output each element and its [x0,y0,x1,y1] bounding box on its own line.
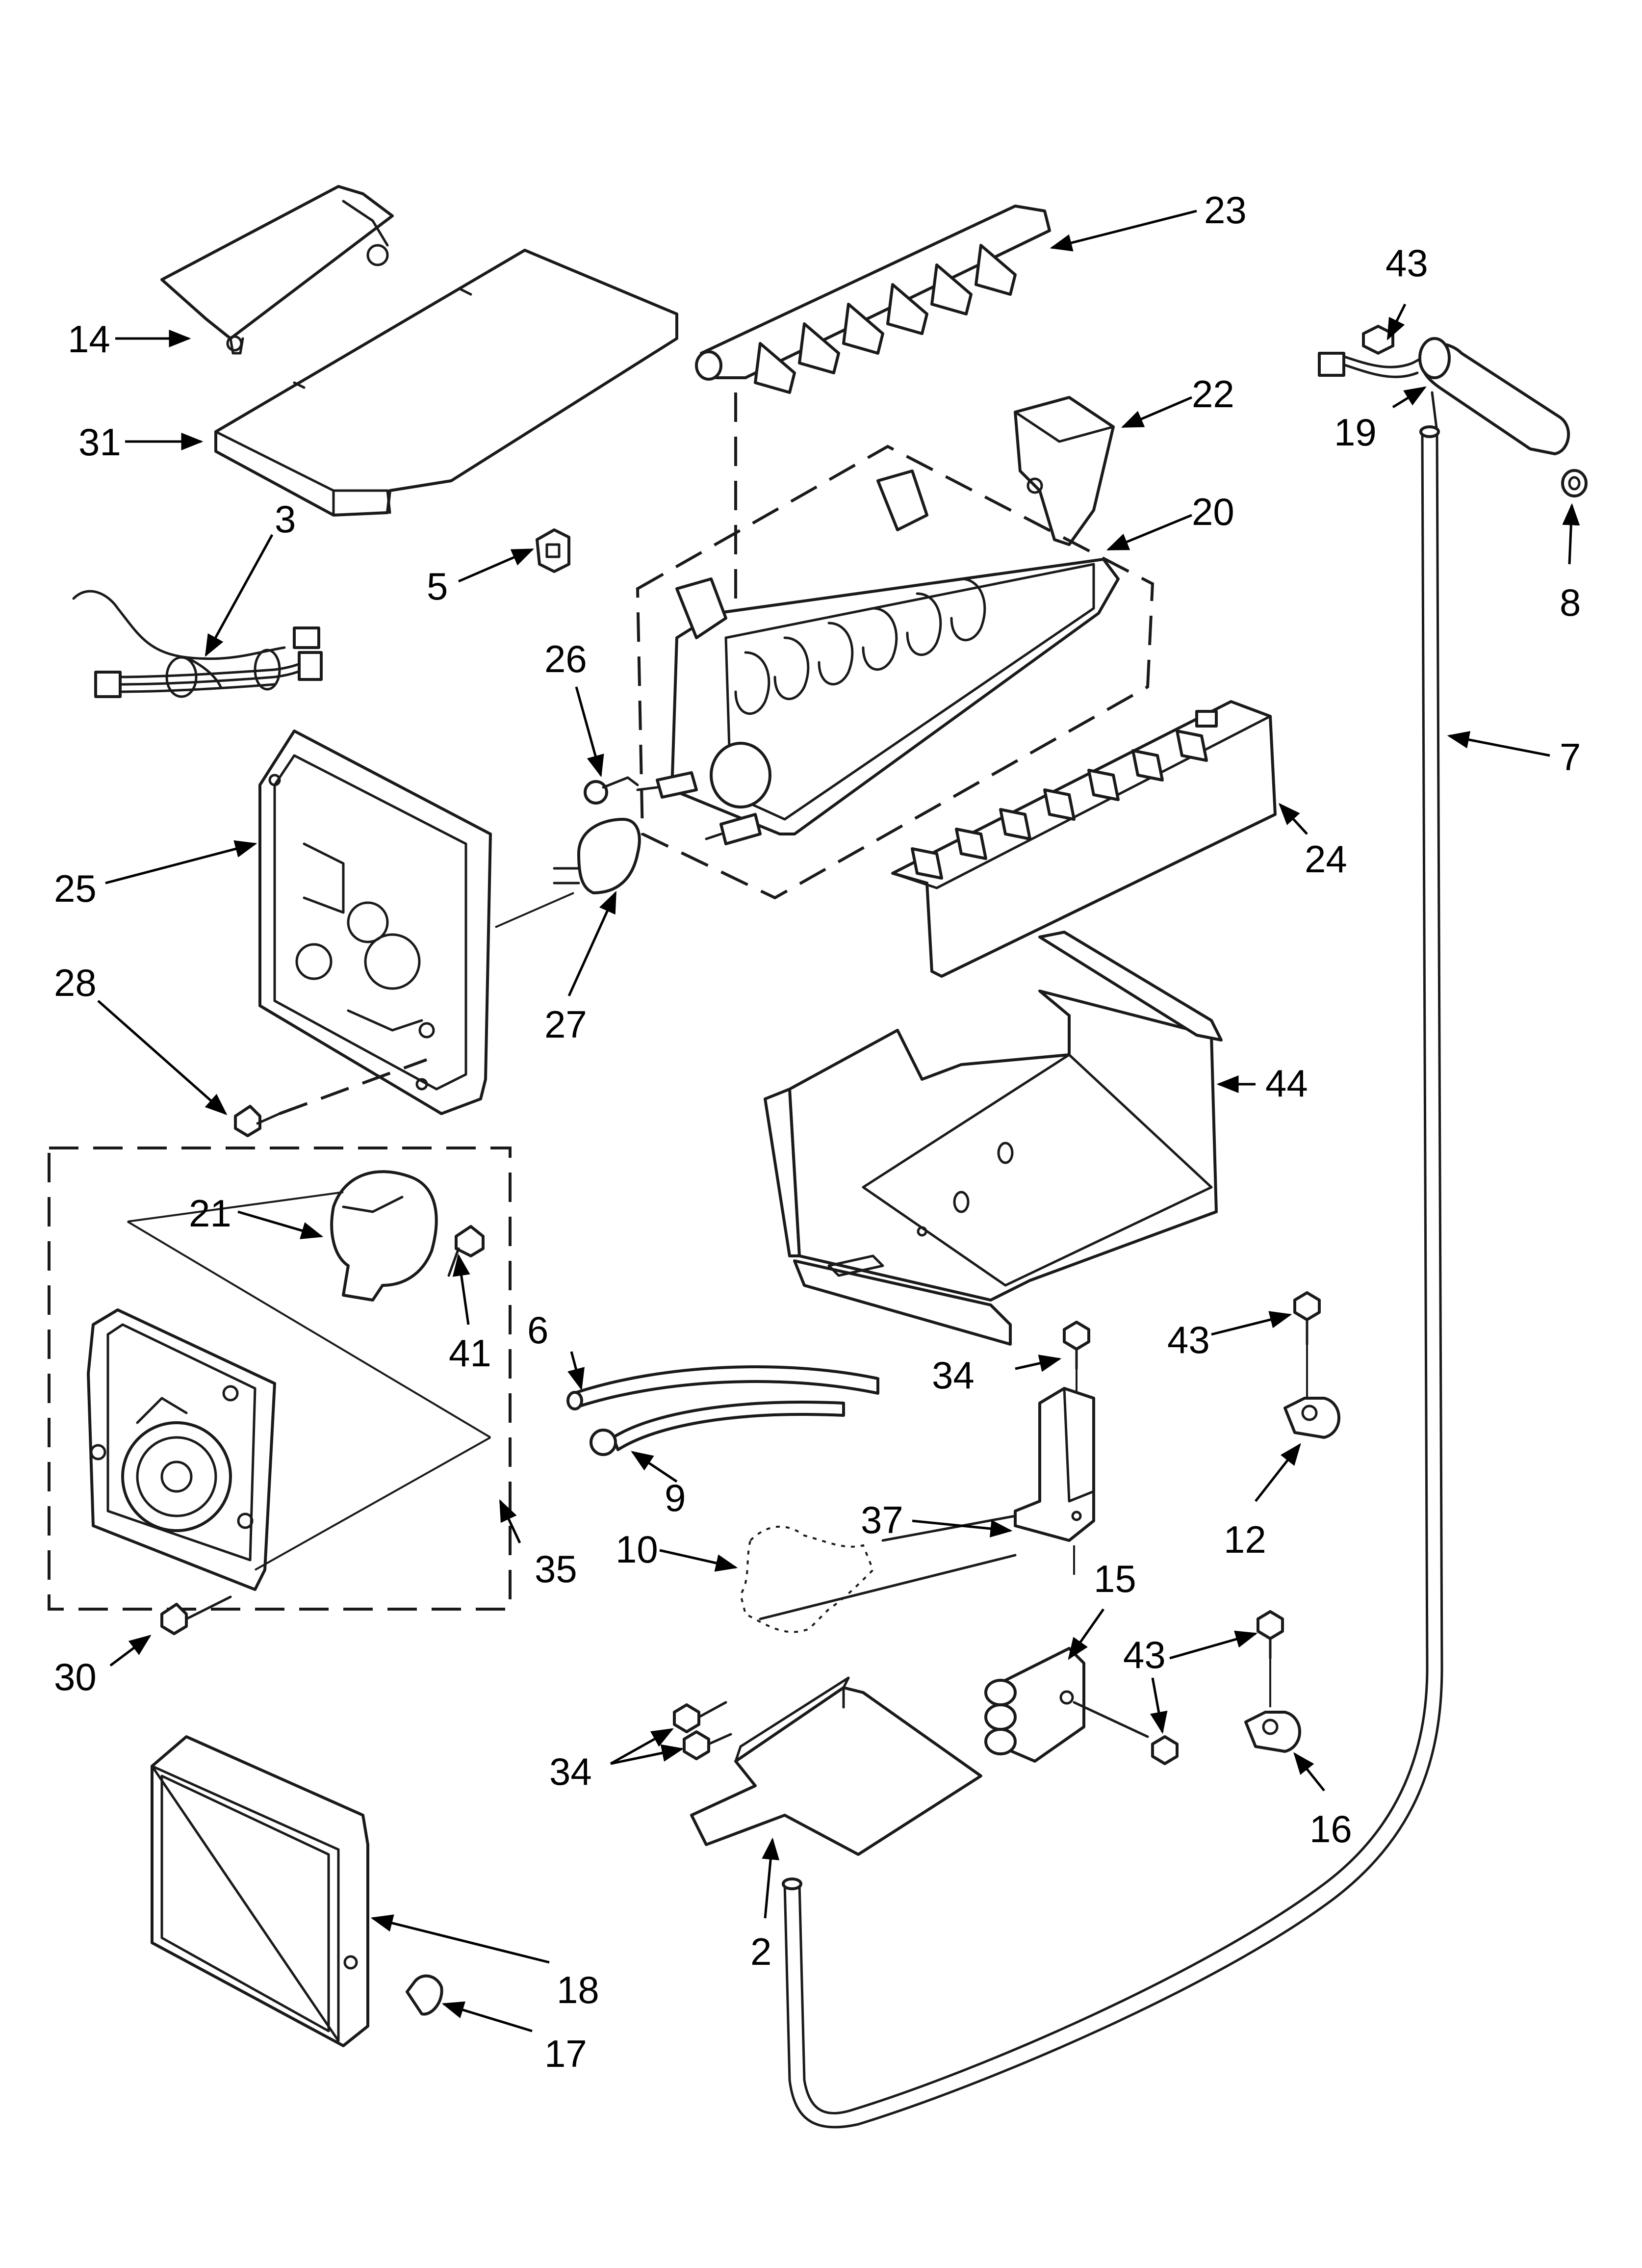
part-14-bracket [160,185,394,355]
callout-41: 41 [449,1331,491,1375]
part-34-screws-lower [673,1701,732,1760]
callout-43a: 43 [1167,1318,1210,1361]
part-35-motor-assembly [48,1147,512,1611]
part-2-plate [690,1676,982,1856]
callout-26: 26 [544,637,587,680]
part-26-pin [584,776,639,805]
callout-27: 27 [544,1003,587,1046]
callout-14: 14 [68,317,110,361]
callout-6: 6 [527,1308,548,1352]
part-3-wire-harness [72,590,323,698]
part-43-screw-lower [1151,1735,1179,1765]
part-34-screw-upper [1063,1321,1090,1393]
part-22-chute [1014,396,1115,546]
part-31-cover [214,249,678,517]
callout-44: 44 [1265,1062,1308,1105]
callout-17: 17 [544,2032,587,2075]
part-20-mold [636,444,1155,900]
part-19-fill-cup [1318,325,1570,455]
callout-12: 12 [1224,1518,1266,1561]
callout-5: 5 [427,565,448,608]
part-23-ejector [695,205,1051,716]
part-12-clip [1283,1397,1340,1439]
part-15-clamp [984,1647,1149,1763]
callout-30: 30 [54,1655,97,1698]
callout-28: 28 [54,961,97,1004]
part-43-screw-12 [1293,1291,1321,1398]
part-37-bracket [1014,1387,1095,1575]
part-44-shelf [764,931,1223,1346]
callout-43c: 43 [1385,241,1428,285]
part-6-tube [566,1365,879,1410]
callout-18: 18 [557,1968,599,2011]
part-21-motor-cover [330,1170,438,1302]
part-43-screw-16 [1257,1610,1284,1707]
leader-lines [97,209,1580,2033]
part-27-thermostat [495,818,641,928]
callout-31: 31 [78,420,121,464]
part-30-screw [160,1595,232,1635]
callout-35: 35 [535,1547,577,1590]
part-7-water-tube [782,425,1443,2129]
callout-9: 9 [665,1476,686,1519]
callout-25: 25 [54,867,97,910]
callout-24: 24 [1305,837,1347,881]
callout-21: 21 [189,1192,231,1235]
part-24-stripper [891,700,1277,978]
part-17-plug [406,1974,443,2016]
callout-20: 20 [1192,490,1234,533]
callout-16: 16 [1309,1807,1352,1851]
callout-23: 23 [1204,188,1247,232]
callout-8: 8 [1560,581,1581,624]
part-28-screw [234,1058,428,1137]
part-8-washer [1561,469,1588,497]
callout-34a: 34 [932,1354,975,1397]
callout-34b: 34 [549,1750,592,1793]
callout-43b: 43 [1123,1633,1166,1676]
callout-10: 10 [616,1528,658,1571]
callout-19: 19 [1334,411,1377,454]
part-25-housing [258,730,492,1115]
callout-7: 7 [1560,735,1581,779]
callout-2: 2 [750,1930,771,1973]
part-9-fill-tube [590,1401,845,1456]
part-5-clip [536,528,570,573]
callout-15: 15 [1094,1557,1136,1600]
part-16-clip [1244,1711,1301,1753]
callout-3: 3 [275,497,296,541]
callout-37: 37 [861,1498,903,1541]
callout-labels: 14 31 3 5 26 27 25 28 21 41 35 30 6 9 10… [54,188,1581,2075]
callout-22: 22 [1192,372,1234,416]
part-18-front-cover [151,1735,369,2047]
